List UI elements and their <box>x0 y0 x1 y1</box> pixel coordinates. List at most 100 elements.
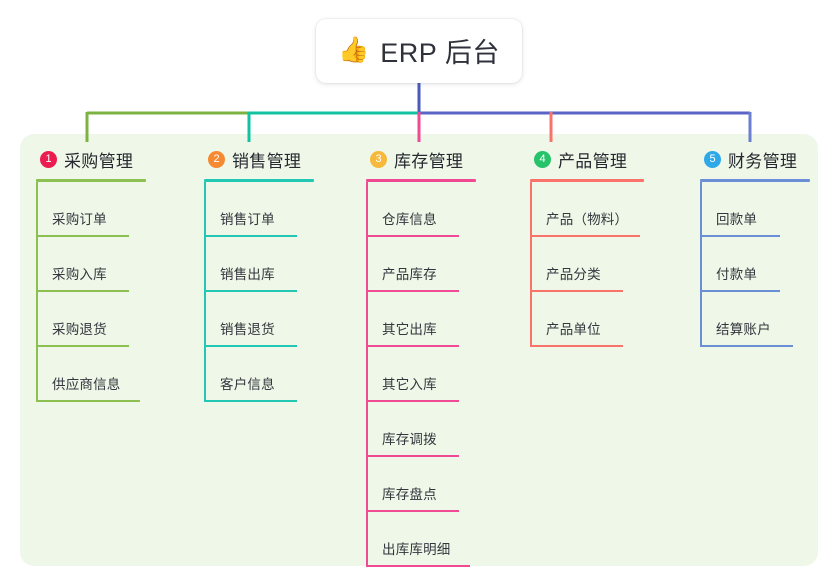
branch-item-label: 其它入库 <box>382 377 437 392</box>
branch-number-badge: 4 <box>534 150 551 168</box>
branch-header-rule <box>530 179 644 182</box>
branch-panel <box>20 134 818 566</box>
branch-item[interactable]: 销售退货 <box>204 292 314 347</box>
branch-spine <box>366 182 368 567</box>
branch-item-label: 销售出库 <box>220 267 275 282</box>
branch-item-rule <box>530 345 623 347</box>
branch-item-label: 产品库存 <box>382 267 437 282</box>
branch-column-5: 5 财务管理回款单付款单结算账户 <box>700 146 810 347</box>
branch-item[interactable]: 客户信息 <box>204 347 314 402</box>
branch-number-badge: 3 <box>370 150 387 168</box>
branch-item-rule <box>530 235 640 237</box>
branch-header-rule <box>700 179 810 182</box>
branch-item[interactable]: 产品单位 <box>530 292 644 347</box>
branch-item-label: 采购入库 <box>52 267 107 282</box>
branch-item-label: 销售订单 <box>220 212 275 227</box>
branch-item-label: 产品分类 <box>546 267 601 282</box>
branch-item[interactable]: 结算账户 <box>700 292 810 347</box>
branch-header-rule <box>204 179 314 182</box>
branch-item-rule <box>204 345 297 347</box>
branch-item[interactable]: 产品库存 <box>366 237 476 292</box>
branch-item-label: 结算账户 <box>716 322 771 337</box>
branch-item-rule <box>700 345 793 347</box>
branch-item-label: 产品单位 <box>546 322 601 337</box>
branch-title: 库存管理 <box>394 151 464 171</box>
branch-spine <box>530 182 532 347</box>
branch-item-list: 回款单付款单结算账户 <box>700 182 810 347</box>
branch-header-rule <box>36 179 146 182</box>
branch-column-3: 3 库存管理仓库信息产品库存其它出库其它入库库存调拨库存盘点出库库明细 <box>366 146 476 567</box>
branch-item[interactable]: 回款单 <box>700 182 810 237</box>
root-node-content: 👍 ERP 后台 <box>338 31 500 70</box>
branch-column-1: 1 采购管理采购订单采购入库采购退货供应商信息 <box>36 146 146 402</box>
branch-item-list: 销售订单销售出库销售退货客户信息 <box>204 182 314 402</box>
branch-item-label: 客户信息 <box>220 377 275 392</box>
branch-item-label: 采购订单 <box>52 212 107 227</box>
branch-item[interactable]: 销售出库 <box>204 237 314 292</box>
branch-item-rule <box>204 235 297 237</box>
branch-item-rule <box>366 345 459 347</box>
branch-item[interactable]: 其它出库 <box>366 292 476 347</box>
branch-item[interactable]: 产品（物料） <box>530 182 644 237</box>
branch-item-label: 付款单 <box>716 267 758 282</box>
branch-number-badge: 5 <box>704 150 721 168</box>
branch-item-rule <box>530 290 623 292</box>
branch-item[interactable]: 仓库信息 <box>366 182 476 237</box>
branch-header-rule <box>366 179 476 182</box>
branch-item[interactable]: 库存调拨 <box>366 402 476 457</box>
branch-title: 产品管理 <box>558 151 628 171</box>
branch-item-list: 仓库信息产品库存其它出库其它入库库存调拨库存盘点出库库明细 <box>366 182 476 567</box>
branch-header-4[interactable]: 4 产品管理 <box>530 146 644 172</box>
branch-number-badge: 1 <box>40 150 57 168</box>
branch-item-rule <box>36 400 140 402</box>
branch-item[interactable]: 采购入库 <box>36 237 146 292</box>
branch-item-label: 仓库信息 <box>382 212 437 227</box>
branch-item-label: 回款单 <box>716 212 758 227</box>
branch-item-rule <box>366 400 459 402</box>
branch-item[interactable]: 销售订单 <box>204 182 314 237</box>
branch-item-label: 其它出库 <box>382 322 437 337</box>
branch-item[interactable]: 付款单 <box>700 237 810 292</box>
branch-item-rule <box>366 290 459 292</box>
branch-item-list: 产品（物料） 产品分类产品单位 <box>530 182 644 347</box>
branch-item[interactable]: 其它入库 <box>366 347 476 402</box>
root-node[interactable]: 👍 ERP 后台 <box>316 19 522 83</box>
branch-spine <box>36 182 38 402</box>
thumbs-up-icon: 👍 <box>338 35 370 64</box>
branch-header-5[interactable]: 5 财务管理 <box>700 146 810 172</box>
branch-item-rule <box>366 565 470 567</box>
branch-spine <box>700 182 702 347</box>
branch-header-3[interactable]: 3 库存管理 <box>366 146 476 172</box>
branch-item-rule <box>700 235 780 237</box>
branch-item[interactable]: 供应商信息 <box>36 347 146 402</box>
branch-item-rule <box>36 345 129 347</box>
branch-item-rule <box>36 235 129 237</box>
branch-spine <box>204 182 206 402</box>
branch-item-label: 销售退货 <box>220 322 275 337</box>
branch-item[interactable]: 产品分类 <box>530 237 644 292</box>
branch-title: 采购管理 <box>64 151 134 171</box>
branch-item-list: 采购订单采购入库采购退货供应商信息 <box>36 182 146 402</box>
branch-item[interactable]: 采购订单 <box>36 182 146 237</box>
branch-item-label: 出库库明细 <box>382 542 451 557</box>
branch-item-label: 采购退货 <box>52 322 107 337</box>
branch-item[interactable]: 采购退货 <box>36 292 146 347</box>
branch-item-rule <box>204 400 297 402</box>
branch-item-rule <box>366 235 459 237</box>
branch-item[interactable]: 出库库明细 <box>366 512 476 567</box>
branch-item-label: 产品（物料） <box>546 212 629 227</box>
branch-column-4: 4 产品管理产品（物料） 产品分类产品单位 <box>530 146 644 347</box>
branch-title: 财务管理 <box>728 151 798 171</box>
branch-item-rule <box>366 455 459 457</box>
branch-item-label: 供应商信息 <box>52 377 121 392</box>
branch-item-rule <box>700 290 780 292</box>
root-node-title: ERP 后台 <box>380 37 500 68</box>
branch-item-rule <box>204 290 297 292</box>
branch-item[interactable]: 库存盘点 <box>366 457 476 512</box>
branch-title: 销售管理 <box>232 151 302 171</box>
branch-item-label: 库存盘点 <box>382 487 437 502</box>
branch-item-rule <box>36 290 129 292</box>
branch-header-1[interactable]: 1 采购管理 <box>36 146 146 172</box>
